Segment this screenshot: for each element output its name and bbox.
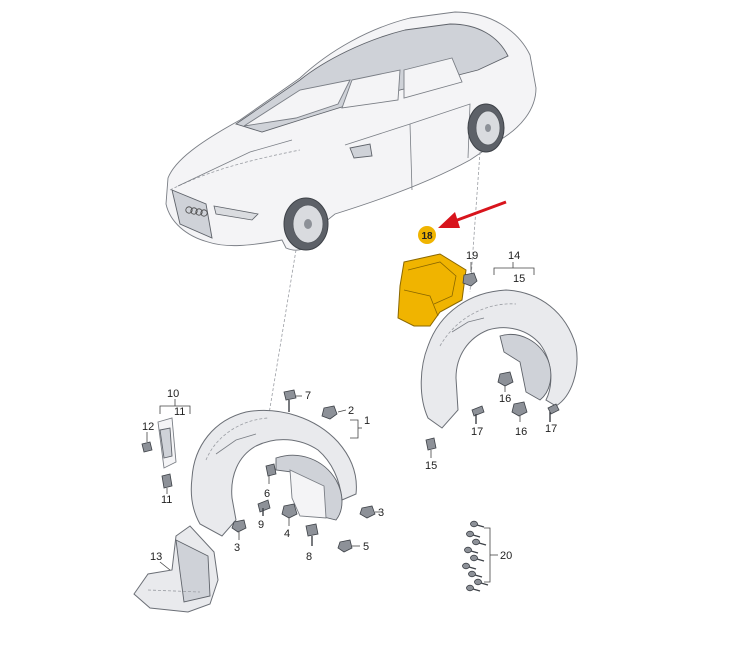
part-9-screw	[257, 499, 271, 516]
callout-19: 19	[466, 250, 478, 262]
part-16-nut-a	[497, 371, 514, 387]
callout-15-top: 15	[513, 273, 525, 285]
screw-shaft	[470, 550, 479, 554]
part-3-nut-lower	[231, 519, 247, 533]
callout-13: 13	[150, 551, 162, 563]
callout-6: 6	[264, 488, 270, 500]
screw-shaft	[476, 524, 485, 528]
screw-head	[464, 546, 472, 554]
part-12-bracket-assembly	[157, 417, 177, 469]
projection-line-front	[267, 249, 297, 421]
part-3-nut-upper	[359, 505, 376, 519]
audi-rings-icon	[185, 206, 208, 217]
part-4-nut	[281, 503, 298, 519]
callout-18-badge: 18	[418, 226, 436, 244]
part-12-nut	[141, 441, 153, 453]
callout-12: 12	[142, 421, 154, 433]
part-16-nut-b	[511, 401, 528, 417]
screw-shaft	[474, 574, 483, 578]
part-2-nut	[321, 405, 338, 420]
part-19-nut	[462, 272, 478, 287]
screw-head	[462, 562, 470, 570]
screw-head	[472, 538, 480, 546]
part-17-screw-a	[471, 405, 485, 424]
part-11-clip	[161, 473, 173, 489]
callout-18: 18	[421, 231, 433, 242]
screw-shaft	[480, 582, 489, 586]
callout-9: 9	[258, 519, 264, 531]
part-17-screw-b	[547, 403, 560, 422]
part-5-nut	[337, 539, 353, 553]
callout-3-lower: 3	[234, 542, 240, 554]
part-15-clip	[425, 437, 437, 451]
callout-1: 1	[364, 415, 370, 427]
car-illustration	[165, 11, 537, 251]
callout-16-b: 16	[515, 426, 527, 438]
callout-10: 10	[167, 388, 179, 400]
callout-17-b: 17	[545, 423, 557, 435]
callout-16-a: 16	[499, 393, 511, 405]
part-18-highlighted	[397, 253, 467, 327]
callout-20: 20	[500, 550, 512, 562]
screw-head	[470, 554, 478, 562]
screw-shaft	[476, 558, 485, 562]
callout-5: 5	[363, 541, 369, 553]
callout-11-upper: 11	[174, 406, 185, 418]
screw-head	[466, 584, 474, 592]
screw-shaft	[478, 542, 487, 546]
callout-14: 14	[508, 250, 520, 262]
screw-head	[466, 530, 474, 538]
front-wheel	[283, 197, 329, 251]
callout-8: 8	[306, 551, 312, 563]
screw-head	[470, 520, 478, 528]
callout-11-lower: 11	[161, 494, 172, 506]
screw-shaft	[472, 534, 481, 538]
rear-wheel-housing-liner	[420, 289, 578, 429]
rear-wheel	[467, 103, 505, 153]
callout-17-a: 17	[471, 426, 483, 438]
part-8-clip	[305, 523, 319, 546]
screw-shaft	[468, 566, 477, 570]
screw-head	[468, 570, 476, 578]
screw-head	[474, 578, 482, 586]
callout-4: 4	[284, 528, 290, 540]
callout-7: 7	[305, 390, 311, 402]
part-7-bolt	[283, 389, 297, 412]
callout-15-bottom: 15	[425, 460, 437, 472]
part-6-clip	[265, 463, 277, 477]
screw-shaft	[472, 588, 481, 592]
front-wheel-housing-liner	[190, 409, 357, 537]
projection-line-rear	[469, 151, 481, 293]
part-13-underbody-panel	[133, 525, 219, 613]
callout-3-upper: 3	[378, 507, 384, 519]
pointer-arrow	[438, 200, 507, 228]
part-20-screw-set	[462, 520, 489, 592]
callout-2: 2	[348, 405, 354, 417]
